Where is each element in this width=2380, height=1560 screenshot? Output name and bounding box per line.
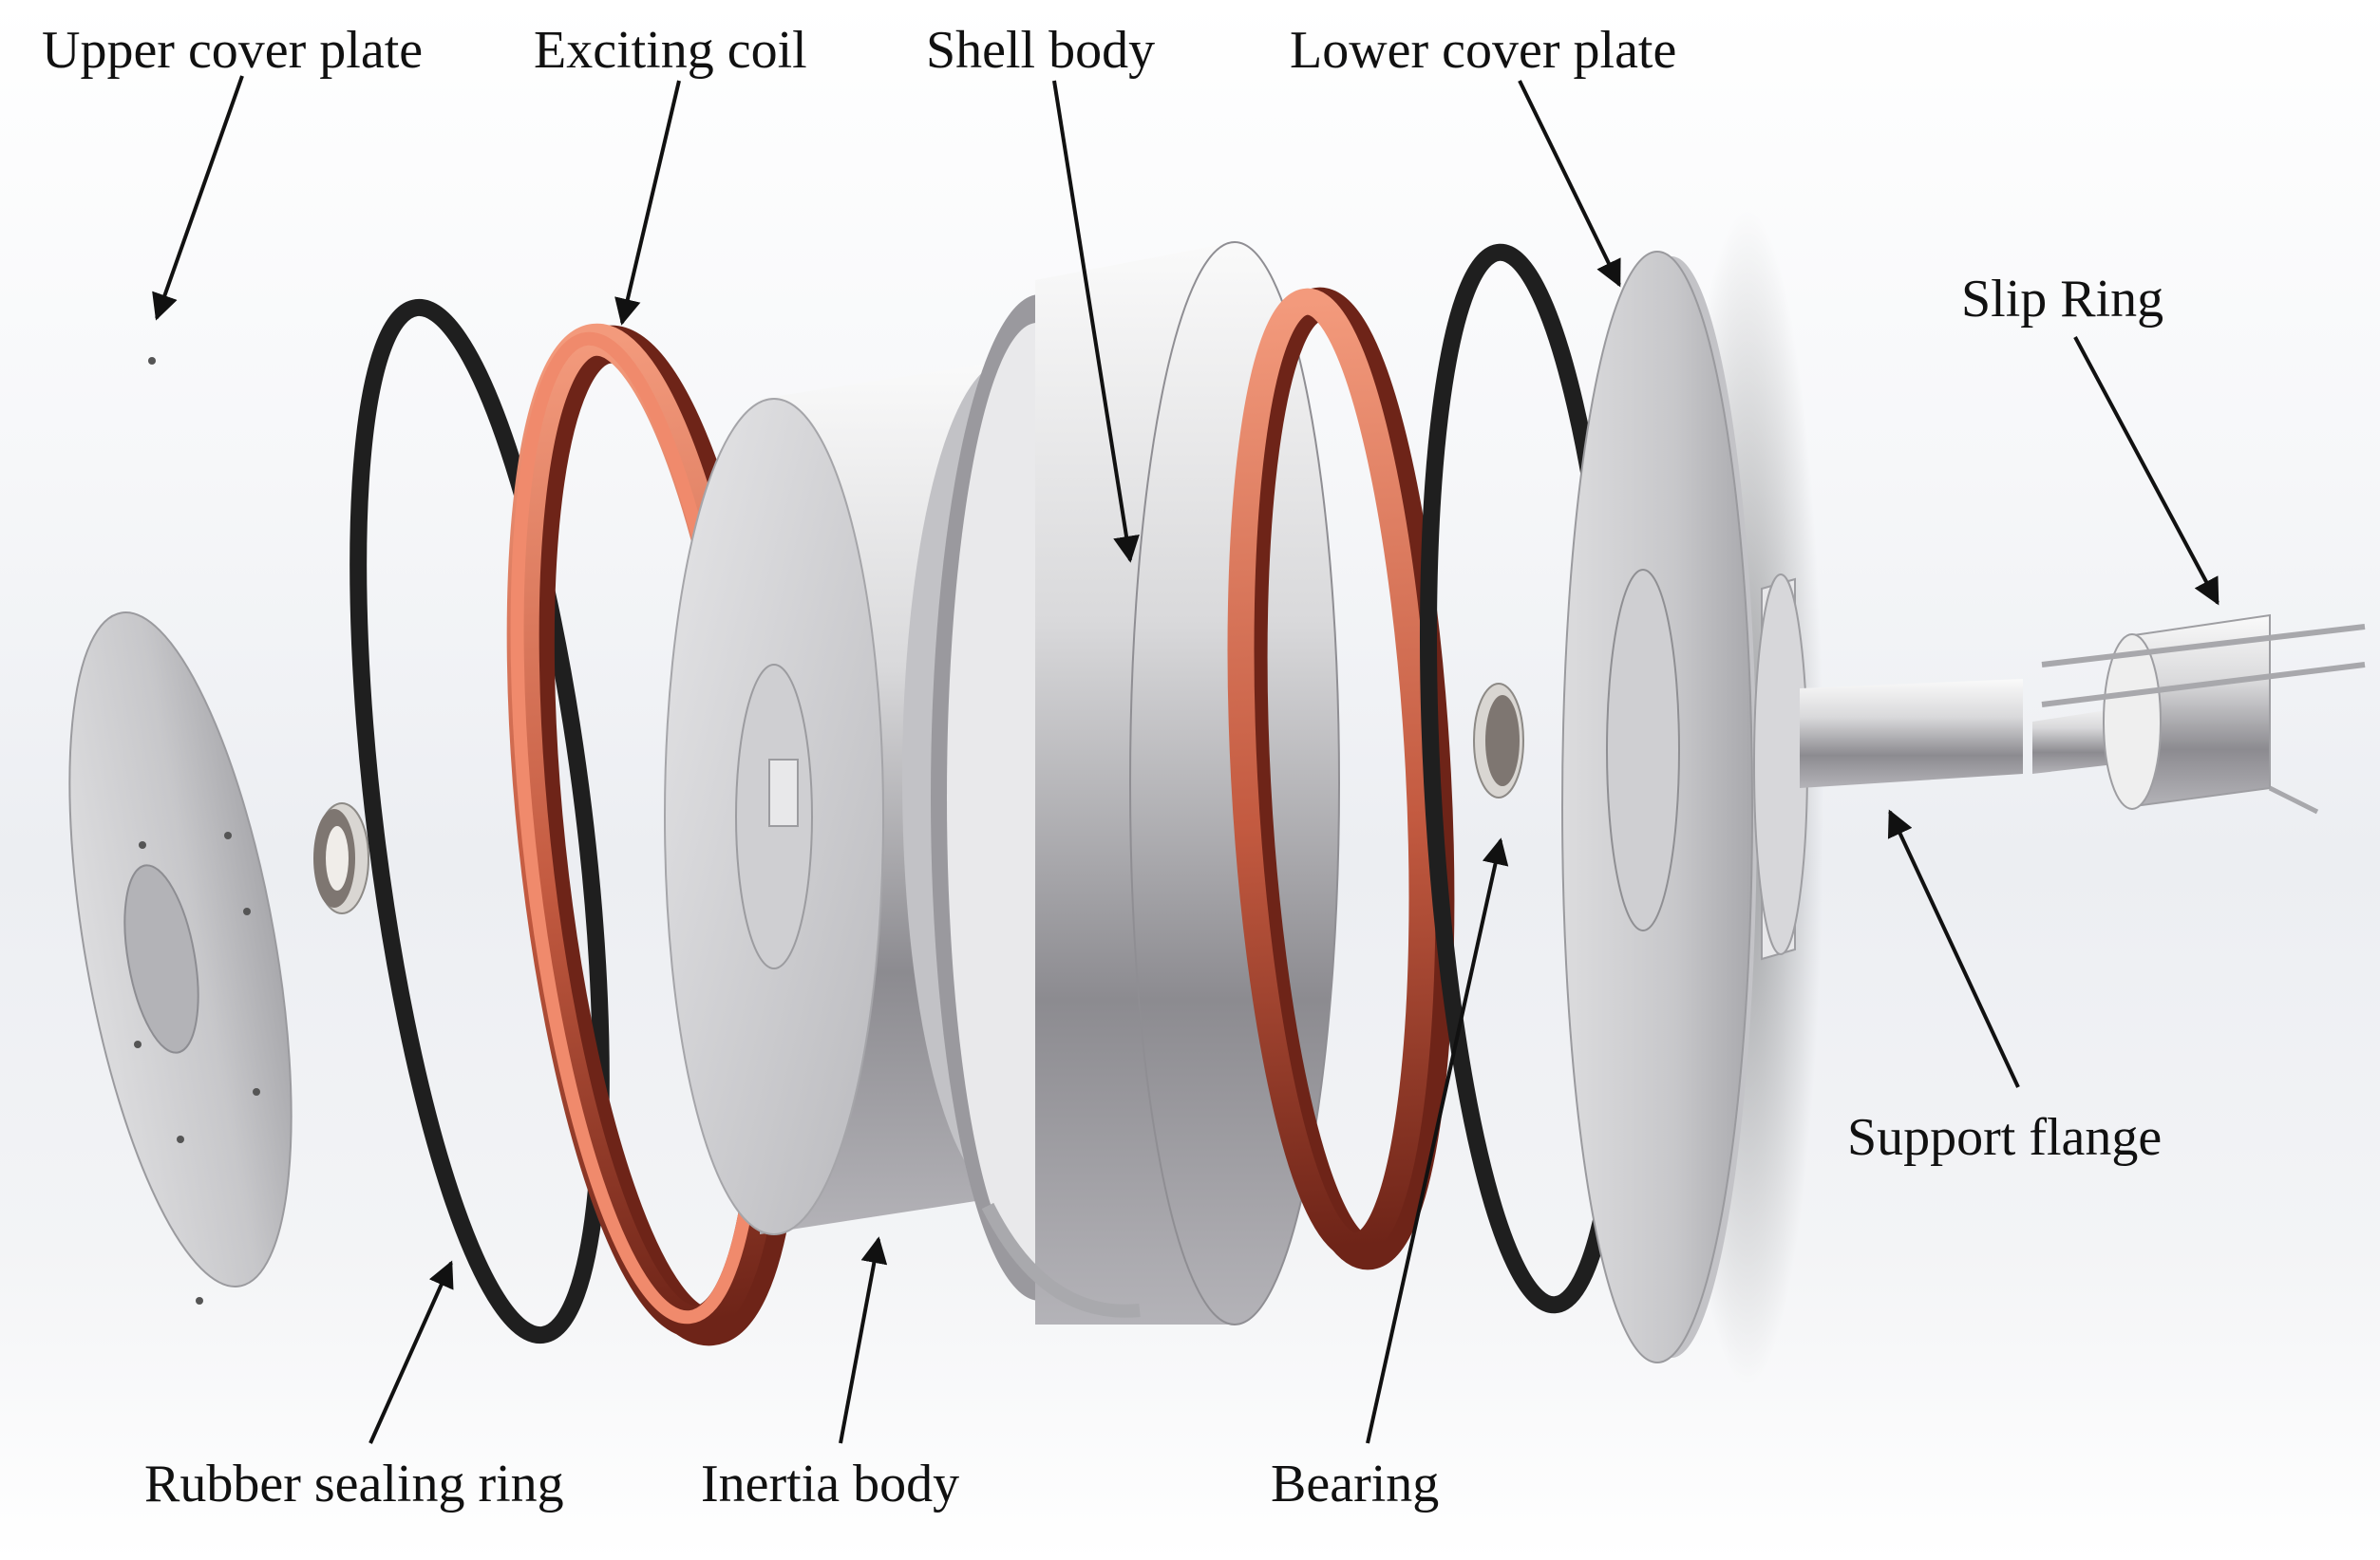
arrow-support-flange — [1887, 809, 2020, 1088]
arrow-upper-cover-plate — [152, 75, 244, 321]
label-rubber-sealing-ring: Rubber sealing ring — [144, 1455, 564, 1513]
label-shell-body: Shell body — [926, 21, 1156, 80]
arrow-exciting-coil — [614, 80, 681, 326]
arrow-rubber-sealing-ring — [368, 1260, 454, 1444]
label-bearing: Bearing — [1271, 1455, 1440, 1513]
bearing-right — [1473, 683, 1524, 799]
label-support-flange: Support flange — [1847, 1108, 2163, 1167]
label-lower-cover-plate: Lower cover plate — [1290, 21, 1677, 80]
support-flange — [1753, 573, 2023, 961]
label-slip-ring: Slip Ring — [1961, 270, 2164, 329]
arrow-inertia-body — [839, 1236, 888, 1444]
shell-body — [931, 241, 1340, 1325]
arrow-shell-body — [1052, 80, 1140, 563]
bearing-left — [313, 802, 369, 914]
upper-cover-plate — [68, 357, 293, 1305]
label-upper-cover-plate: Upper cover plate — [42, 21, 424, 80]
label-exciting-coil: Exciting coil — [534, 21, 807, 80]
slip-ring — [2032, 613, 2366, 815]
arrow-bearing — [1366, 837, 1509, 1444]
arrow-lower-cover-plate — [1518, 80, 1621, 288]
lower-cover-plate — [1561, 209, 1823, 1386]
rubber-sealing-ring-left — [349, 298, 610, 1344]
label-inertia-body: Inertia body — [701, 1455, 960, 1513]
arrow-slip-ring — [2073, 336, 2219, 606]
